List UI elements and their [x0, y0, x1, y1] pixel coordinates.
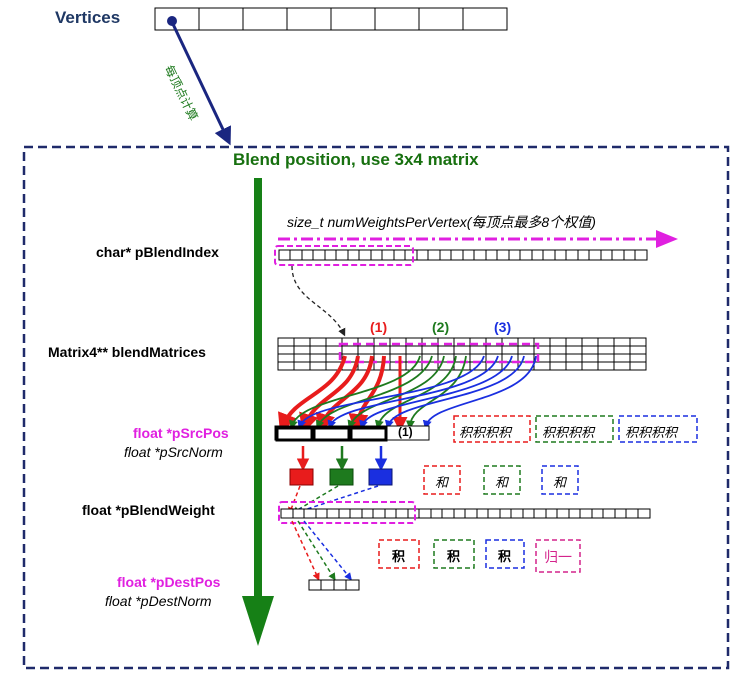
green-sum-block [329, 468, 354, 486]
blend-index-label: char* pBlendIndex [96, 244, 219, 260]
marker-2: (2) [432, 319, 450, 335]
blend-title: Blend position, use 3x4 matrix [233, 150, 479, 169]
dest-pos-label: float *pDestPos [117, 574, 221, 590]
num-weights-arrowhead [656, 230, 678, 248]
matrices-highlight [338, 342, 540, 364]
blend-matrices-label: Matrix4** blendMatrices [48, 344, 206, 360]
flow-arrow-head [242, 596, 274, 646]
blue-to-weight [295, 485, 379, 515]
index-lookup-arrow [291, 265, 346, 337]
blend-weight-highlight [278, 501, 416, 524]
src-pos-array [274, 425, 430, 442]
blend-weight-array [280, 508, 651, 519]
blend-index-highlight [274, 245, 414, 266]
sum-box-green [483, 465, 521, 495]
blend-index-array [278, 249, 648, 261]
bottom-product-red [378, 539, 420, 569]
marker-3: (3) [494, 319, 512, 335]
product-text-blue: 积积积积 [625, 425, 678, 440]
product-box-blue [618, 415, 698, 443]
vertices-array [154, 7, 508, 31]
dest-norm-label: float *pDestNorm [105, 593, 212, 609]
sum-text-green: 和 [495, 475, 509, 490]
blue-to-dest [303, 520, 352, 581]
blend-weight-label: float *pBlendWeight [82, 502, 215, 518]
normalize-box [535, 539, 581, 573]
sum-box-red [423, 465, 461, 495]
product-text-red: 积积积积 [459, 425, 512, 440]
src-pos-label: float *pSrcPos [133, 425, 229, 441]
dest-pos-array [308, 579, 360, 591]
vertex-dot [167, 16, 177, 26]
bottom-product-text-green: 积 [447, 549, 461, 564]
blue-matrix-arrows [297, 355, 537, 430]
src-pos-marker: (1) [398, 425, 413, 439]
normalize-text: 归一 [544, 549, 572, 565]
sum-text-blue: 和 [553, 475, 567, 490]
bottom-product-green [433, 539, 475, 569]
per-vertex-arrow [170, 21, 231, 146]
red-to-weight [288, 485, 301, 515]
num-weights-label: size_t numWeightsPerVertex(每顶点最多8个权值) [287, 214, 596, 230]
product-box-red [453, 415, 531, 443]
product-box-green [535, 415, 614, 443]
bottom-product-text-red: 积 [392, 549, 406, 564]
vertices-label: Vertices [55, 8, 121, 27]
src-norm-label: float *pSrcNorm [124, 444, 223, 460]
blue-sum-block [368, 468, 393, 486]
bottom-product-text-blue: 积 [498, 549, 512, 564]
green-to-weight [291, 485, 339, 514]
blend-frame [22, 145, 730, 670]
sum-box-blue [541, 465, 579, 495]
bottom-product-blue [485, 539, 525, 569]
marker-1: (1) [370, 319, 388, 335]
sum-text-red: 和 [435, 475, 449, 490]
red-to-dest [291, 520, 320, 581]
product-text-green: 积积积积 [542, 425, 595, 440]
red-sum-block [289, 468, 314, 486]
green-to-dest [297, 520, 336, 581]
